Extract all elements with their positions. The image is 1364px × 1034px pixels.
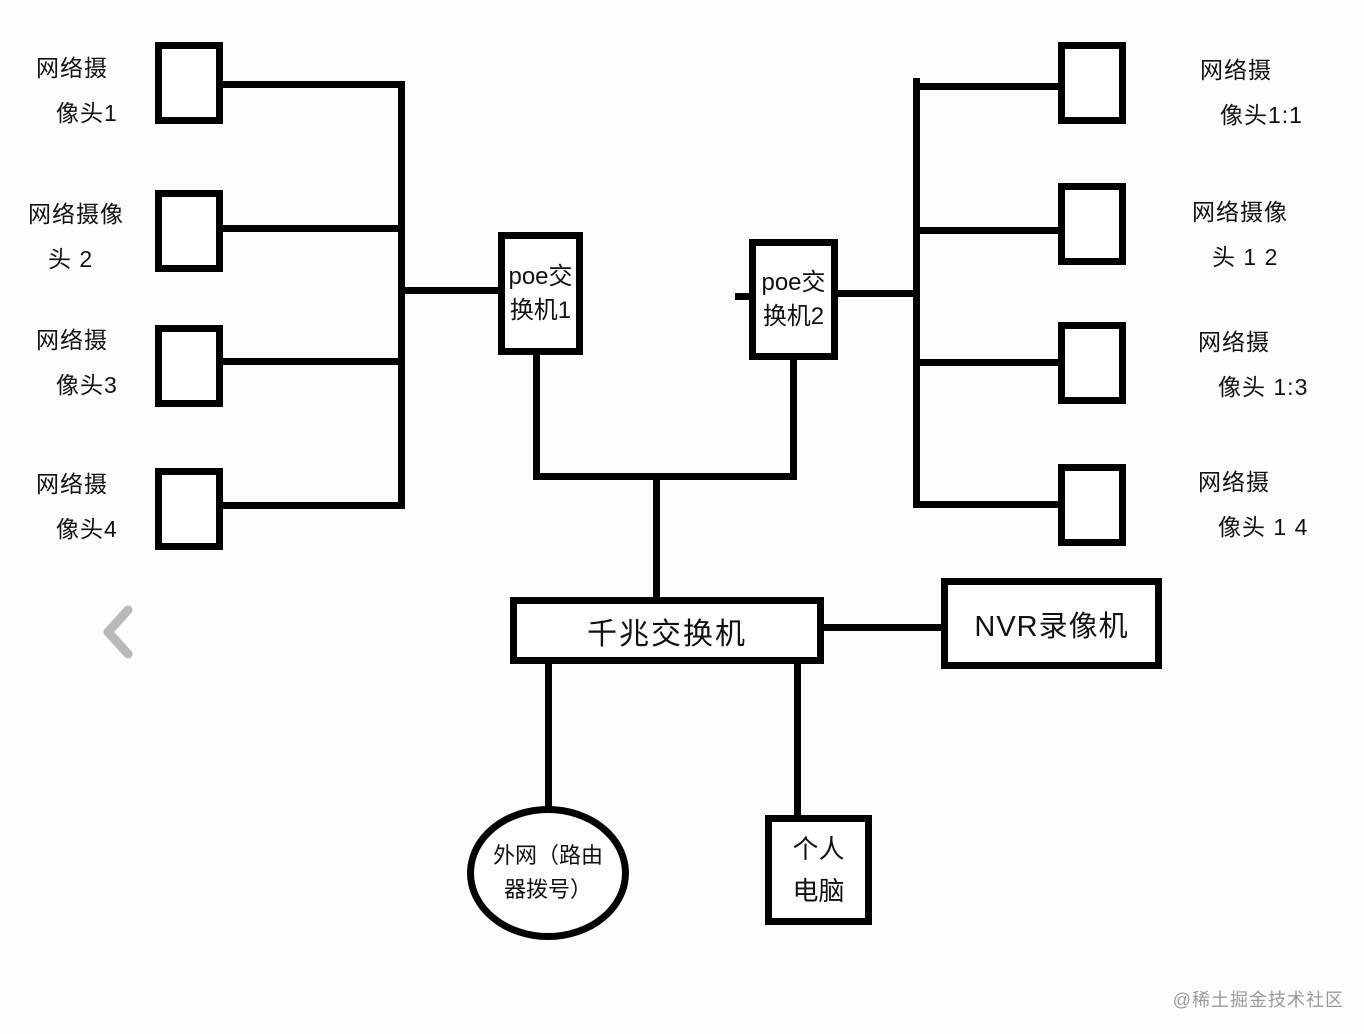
connector-camera-1-2 bbox=[916, 227, 1060, 234]
label-camera-3: 网络摄 像头3 bbox=[36, 327, 118, 398]
connector-gigabit-pc bbox=[794, 661, 801, 819]
connector-camera-1-3 bbox=[916, 359, 1060, 366]
personal-computer-box: 个人 电脑 bbox=[765, 815, 872, 925]
camera-1-3-box bbox=[1058, 322, 1126, 404]
watermark: @稀土掘金技术社区 bbox=[1172, 990, 1344, 1010]
label-camera-1-4: 网络摄 像头 1 4 bbox=[1198, 469, 1309, 540]
camera-1-1-box bbox=[1058, 42, 1126, 124]
label-camera-4: 网络摄 像头4 bbox=[36, 471, 118, 542]
left-bus-line bbox=[398, 81, 405, 509]
label-camera-2: 网络摄像 头 2 bbox=[28, 201, 124, 272]
external-network-circle: 外网（路由 器拨号） bbox=[467, 806, 629, 940]
gigabit-switch-box: 千兆交换机 bbox=[510, 597, 824, 664]
poe2-drop-line bbox=[790, 359, 797, 480]
connector-poe2-nub bbox=[735, 293, 749, 300]
nvr-recorder-box: NVR录像机 bbox=[941, 578, 1162, 669]
label-camera-1-1: 网络摄 像头1:1 bbox=[1200, 57, 1303, 128]
connector-camera-1-1 bbox=[916, 83, 1060, 90]
poe-switch-2-box: poe交 换机2 bbox=[749, 239, 838, 360]
poe1-drop-line bbox=[533, 354, 540, 480]
camera-1-box bbox=[155, 42, 223, 124]
camera-1-4-box bbox=[1058, 464, 1126, 546]
poe-join-line bbox=[533, 473, 797, 480]
join-to-gigabit-line bbox=[653, 478, 660, 600]
connector-camera-3 bbox=[221, 358, 403, 365]
label-camera-1-2: 网络摄像 头 1 2 bbox=[1192, 199, 1288, 270]
connector-camera-1 bbox=[221, 81, 403, 88]
connector-gigabit-nvr bbox=[820, 624, 944, 631]
connector-gigabit-external bbox=[545, 661, 552, 811]
camera-1-2-box bbox=[1058, 183, 1126, 265]
label-camera-1-3: 网络摄 像头 1:3 bbox=[1198, 329, 1309, 400]
connector-poe2-bus bbox=[835, 290, 920, 297]
right-bus-line bbox=[913, 78, 920, 508]
connector-camera-1-4 bbox=[916, 501, 1060, 508]
connector-camera-2 bbox=[221, 225, 403, 232]
connector-bus-poe1 bbox=[400, 287, 500, 294]
connector-camera-4 bbox=[221, 502, 403, 509]
poe-switch-1-box: poe交 换机1 bbox=[498, 232, 583, 355]
camera-4-box bbox=[155, 468, 223, 550]
label-camera-1: 网络摄 像头1 bbox=[36, 55, 118, 126]
camera-2-box bbox=[155, 190, 223, 272]
chevron-left-icon[interactable] bbox=[98, 600, 138, 664]
camera-3-box bbox=[155, 325, 223, 407]
